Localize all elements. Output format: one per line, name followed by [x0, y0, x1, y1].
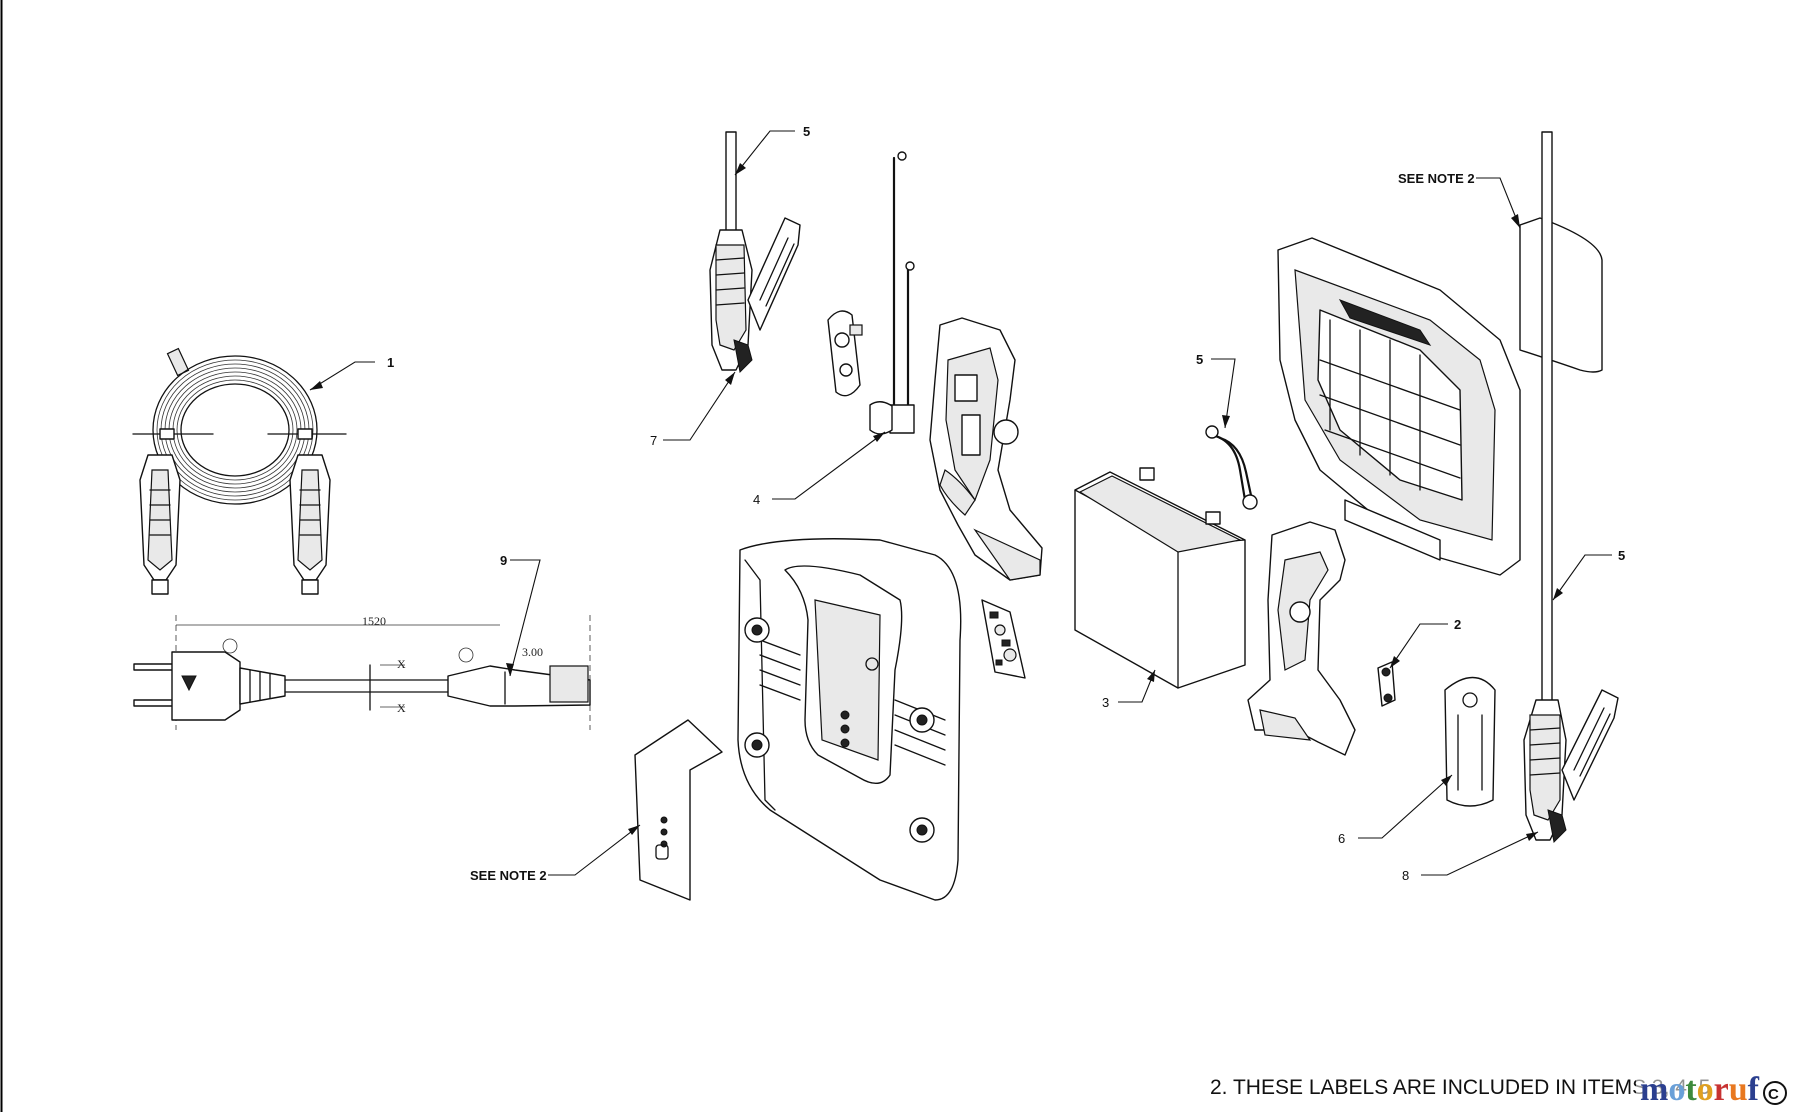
- leader-see-note-left: [548, 824, 641, 876]
- part-6-cover-plate: [1444, 676, 1496, 807]
- leader-8: [1421, 831, 1539, 876]
- callout-7: 7: [650, 433, 657, 448]
- callout-3: 3: [1102, 695, 1109, 710]
- callout-9: 9: [500, 553, 507, 568]
- watermark-logo: motoruf: [1640, 1071, 1760, 1108]
- callout-5-top-left: 5: [803, 124, 810, 139]
- part-switch-bracket: [827, 310, 863, 397]
- svg-text:C: C: [1768, 1086, 1779, 1103]
- leader-see-note-right: [1476, 177, 1521, 229]
- part-front-housing: [737, 538, 962, 901]
- part-housing-bracket-right: [1247, 521, 1356, 756]
- svg-text:X: X: [397, 657, 406, 671]
- leader-5-middle: [1211, 358, 1236, 429]
- svg-text:X: X: [397, 701, 406, 715]
- callout-8: 8: [1402, 868, 1409, 883]
- callout-1: 1: [387, 355, 394, 370]
- leader-5-top-left: [734, 130, 795, 176]
- leader-1: [309, 361, 375, 391]
- copyright-icon: [1763, 1081, 1787, 1105]
- part-7-clamp-with-rod: [709, 131, 801, 374]
- callout-6: 6: [1338, 831, 1345, 846]
- part-1-coiled-cable: [132, 347, 347, 595]
- callout-see-note-right: SEE NOTE 2: [1398, 171, 1475, 186]
- leader-3: [1118, 669, 1156, 703]
- part-circuit-board: [981, 599, 1026, 679]
- callout-5-right: 5: [1618, 548, 1625, 563]
- part-4-cable-assembly: [869, 151, 915, 435]
- part-8-clamp-with-rod: [1523, 131, 1619, 844]
- callout-5-middle: 5: [1196, 352, 1203, 367]
- part-housing-bracket-left: [929, 317, 1043, 581]
- dimension-cord-length: 1520: [362, 614, 386, 628]
- leader-4: [772, 431, 886, 500]
- part-9-power-cord: X X 1520 3.00: [133, 614, 591, 730]
- callout-see-note-left: SEE NOTE 2: [470, 868, 547, 883]
- leader-6: [1358, 774, 1453, 839]
- leader-7: [663, 371, 736, 441]
- callout-4: 4: [753, 492, 760, 507]
- part-front-label: [634, 719, 723, 901]
- leader-2: [1389, 623, 1448, 669]
- callout-2: 2: [1454, 617, 1461, 632]
- part-rear-label: [1519, 217, 1603, 373]
- part-rear-housing: [1277, 237, 1521, 576]
- dimension-plug-length: 3.00: [522, 645, 543, 659]
- part-2-clip: [1377, 661, 1396, 707]
- leader-9: [509, 559, 541, 677]
- footer-note: 2. THESE LABELS ARE INCLUDED IN ITEMS 3,…: [1210, 1076, 1710, 1099]
- leader-5-right: [1552, 554, 1612, 601]
- part-5-jumper-cable: [1205, 425, 1258, 510]
- part-3-battery: [1074, 467, 1246, 689]
